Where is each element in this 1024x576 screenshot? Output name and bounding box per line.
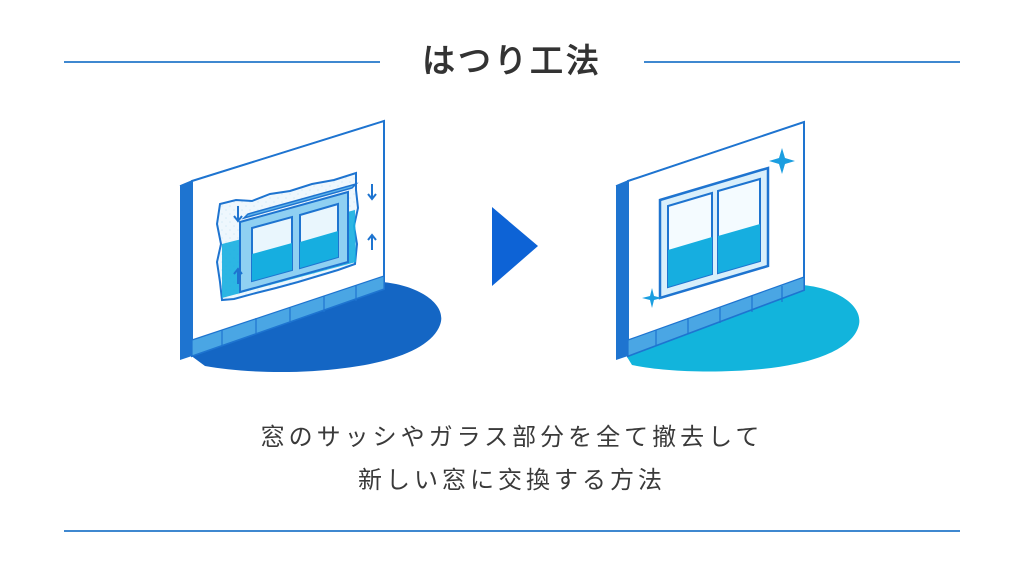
removed-window-frame [239, 182, 359, 294]
before-illustration [179, 119, 442, 373]
before-wall-base [191, 275, 385, 357]
arrow-right-icon [492, 207, 538, 286]
description-line-2: 新しい窓に交換する方法 [358, 466, 666, 494]
illustrations [179, 119, 860, 373]
after-floor-shadow [624, 285, 860, 372]
removal-arrows [233, 184, 377, 284]
bottom-rule [64, 530, 960, 532]
title-rule-right [644, 61, 960, 63]
sparkle-icon [769, 148, 795, 174]
new-window [658, 166, 770, 300]
before-floor-shadow [186, 282, 442, 373]
after-wall-side [616, 181, 628, 360]
sparkle-icon [642, 288, 662, 308]
page-title: はつり工法 [422, 41, 602, 80]
after-illustration [615, 120, 860, 372]
before-wall-side [180, 181, 192, 360]
after-wall-base [627, 276, 805, 357]
title-rule-left [64, 61, 380, 63]
description-line-1: 窓のサッシやガラス部分を全て撤去して [260, 423, 764, 451]
